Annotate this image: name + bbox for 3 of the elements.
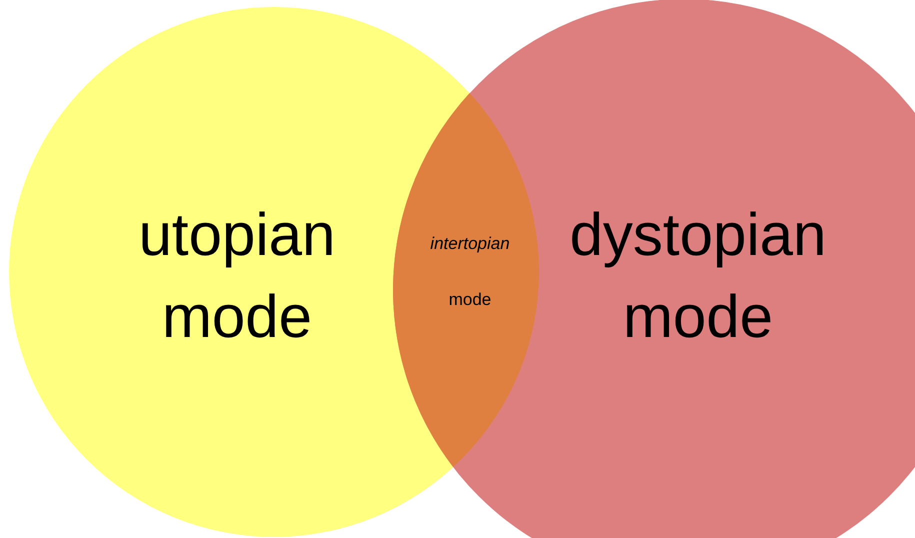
overlap-label: intertopian mode: [429, 232, 511, 311]
circle-label: utopian mode: [138, 200, 336, 352]
circle-label: dystopian mode: [568, 200, 828, 352]
